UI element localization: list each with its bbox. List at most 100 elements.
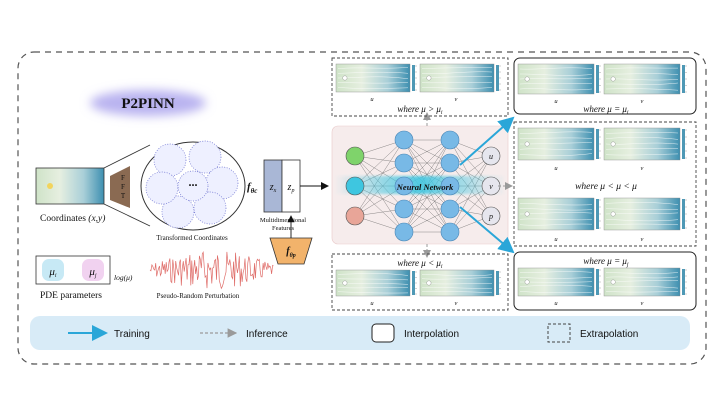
coordinate-blob bbox=[193, 191, 227, 225]
flow-field-plot bbox=[517, 127, 601, 161]
nn-glow-band bbox=[335, 176, 505, 194]
panel-extrapolation-lower: where μ < μi u v bbox=[331, 253, 509, 311]
training-arrow-up bbox=[459, 116, 515, 166]
nn-hidden-node bbox=[440, 153, 460, 173]
upper-caption: where μ > μi bbox=[397, 104, 443, 116]
nn-hidden-node bbox=[394, 153, 414, 173]
flow-field-plot bbox=[603, 197, 687, 231]
flow-field-plot bbox=[517, 63, 601, 95]
z-x-label: zx bbox=[269, 182, 277, 194]
coordinate-blob bbox=[177, 170, 209, 202]
mu-i-chip bbox=[42, 259, 64, 281]
nn-hidden-node bbox=[440, 222, 460, 242]
log-mu-label: log(μ) bbox=[114, 273, 133, 282]
nn-output-label: u bbox=[489, 152, 493, 161]
nn-output-node bbox=[481, 146, 501, 166]
mu-i-label: μi bbox=[48, 266, 57, 279]
pde-label: PDE parameters bbox=[40, 291, 102, 301]
nn-hidden-node bbox=[440, 130, 460, 150]
ellipsis: ... bbox=[189, 175, 198, 189]
transformed-coordinates: ... bbox=[140, 140, 246, 231]
f-theta-p-block bbox=[269, 237, 313, 265]
perturbation-signal bbox=[149, 250, 274, 290]
flow-field-plot bbox=[419, 269, 501, 297]
nn-input-node bbox=[345, 146, 365, 166]
nn-edge bbox=[403, 162, 451, 233]
flow-field-plot bbox=[335, 269, 417, 297]
coordinates-box bbox=[35, 167, 105, 205]
coordinate-blob bbox=[145, 171, 179, 205]
right-top-v-label: v bbox=[641, 98, 644, 105]
panel-interpolation-top: u v where μ = μi bbox=[513, 57, 697, 116]
legend-interpolation-swatch bbox=[371, 323, 395, 343]
flow-field-plot bbox=[335, 63, 417, 93]
right-mid-u-label-bottom: u bbox=[554, 236, 558, 243]
coordinates-label: Coordinates (x,y) bbox=[40, 213, 105, 224]
panel-interpolation-middle: u v where μ < μ < μ u v bbox=[513, 121, 697, 247]
coordinate-blob bbox=[161, 195, 195, 229]
right-bottom-caption: where μ = μj bbox=[583, 256, 629, 268]
flow-field-plot bbox=[603, 267, 687, 297]
z-p-label: zp bbox=[287, 182, 295, 194]
right-mid-caption: where μ < μ < μ bbox=[575, 182, 637, 192]
neural-network: u v p Neural Network bbox=[331, 125, 509, 245]
mu-j-label: μj bbox=[88, 266, 97, 279]
right-bottom-v-label: v bbox=[641, 300, 644, 307]
legend-inference-label: Inference bbox=[246, 329, 288, 340]
training-arrow-down bbox=[459, 206, 515, 254]
upper-v-label: v bbox=[455, 96, 458, 103]
nn-input-node bbox=[345, 176, 365, 196]
perturbation-label: Pseudo-Random Perturbation bbox=[157, 292, 240, 300]
coordinate-blob bbox=[153, 143, 187, 177]
nn-hidden-node bbox=[440, 176, 460, 196]
nn-label: Neural Network bbox=[396, 182, 454, 192]
right-top-u-label: u bbox=[554, 98, 558, 105]
mu-j-chip bbox=[82, 259, 104, 281]
nn-hidden-node bbox=[394, 130, 414, 150]
right-mid-u-label-top: u bbox=[554, 165, 558, 172]
legend-training-label: Training bbox=[114, 329, 150, 340]
flow-field-plot bbox=[517, 267, 601, 297]
coordinate-blob bbox=[205, 166, 239, 200]
panel-extrapolation-upper: u v where μ > μi bbox=[331, 57, 509, 117]
nn-output-label: p bbox=[488, 212, 493, 221]
flow-field-plot bbox=[419, 63, 501, 93]
flow-field-plot bbox=[603, 63, 687, 95]
cylinder-marker bbox=[47, 183, 53, 189]
f-theta-p-label: fθp bbox=[286, 246, 295, 259]
upper-u-label: u bbox=[370, 96, 374, 103]
nn-hidden-node bbox=[394, 222, 414, 242]
lower-caption: where μ < μi bbox=[397, 258, 443, 270]
nn-hidden-node bbox=[440, 199, 460, 219]
legend-extrapolation-label: Extrapolation bbox=[580, 329, 638, 340]
coordinate-blob bbox=[188, 140, 222, 174]
right-mid-v-label-top: v bbox=[641, 165, 644, 172]
legend-interpolation-label: Interpolation bbox=[404, 329, 459, 340]
nn-output-node bbox=[481, 206, 501, 226]
zoom-line-top bbox=[103, 144, 151, 169]
title-glow bbox=[90, 90, 206, 116]
lower-u-label: u bbox=[370, 300, 374, 307]
nn-output-label: v bbox=[489, 182, 493, 191]
transformed-label: Transformed Coordinates bbox=[156, 234, 228, 242]
nn-edge bbox=[403, 139, 451, 210]
panel-interpolation-bottom: where μ = μj u v bbox=[513, 251, 697, 311]
lower-v-label: v bbox=[455, 300, 458, 307]
right-top-caption: where μ = μi bbox=[583, 104, 629, 116]
nn-hidden-node bbox=[394, 176, 414, 196]
flow-field-plot bbox=[517, 197, 601, 231]
f-theta-c-label: fθc bbox=[247, 181, 257, 195]
nn-hidden-node bbox=[394, 199, 414, 219]
features-label-1: Multidimensional bbox=[260, 217, 306, 224]
legend: Training Inference Interpolation Extrapo… bbox=[30, 316, 690, 350]
nn-input-node bbox=[345, 206, 365, 226]
legend-background bbox=[30, 316, 690, 350]
features-label-2: Features bbox=[272, 225, 294, 232]
zoom-line-bottom bbox=[103, 203, 151, 227]
page-title: P2PINN bbox=[121, 96, 174, 112]
flow-field-plot bbox=[603, 127, 687, 161]
